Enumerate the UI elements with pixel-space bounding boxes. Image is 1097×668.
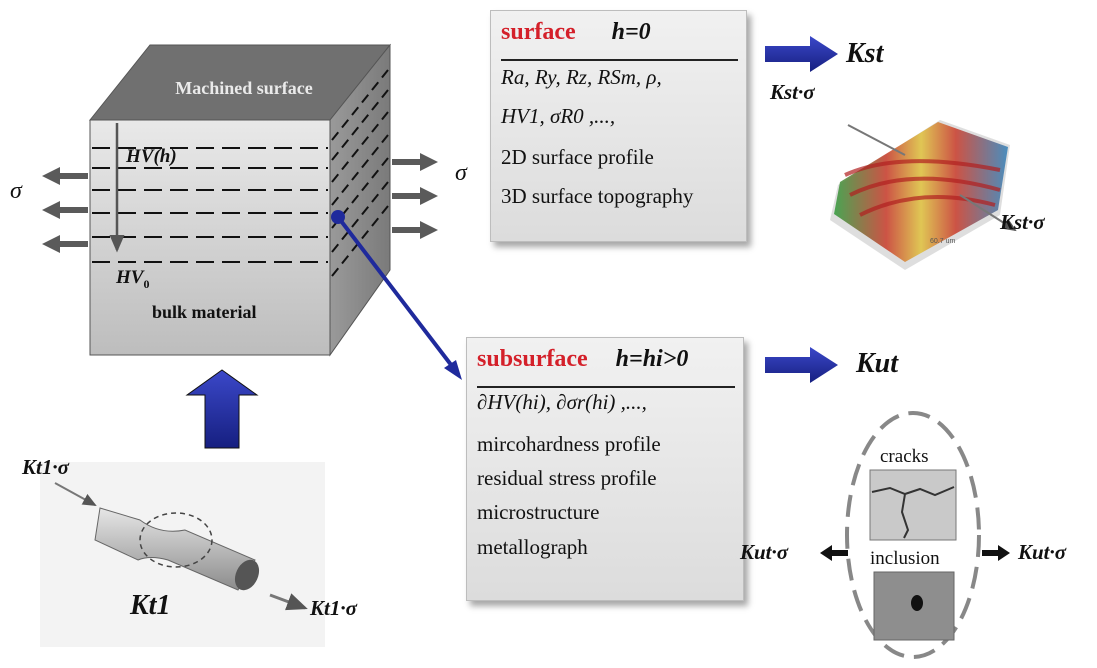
left-stress-arrows (42, 167, 88, 253)
inclusion-label: inclusion (870, 548, 940, 569)
kut-arrow (765, 347, 838, 383)
kt1-label: Kt1 (130, 590, 171, 621)
subsurface-microstructure: microstructure (477, 500, 600, 524)
sigma-left-label: σ (10, 178, 22, 204)
kut-sigma-right-label: Kut·σ (1018, 540, 1067, 564)
surface-topography-image (830, 120, 1017, 270)
defects-outline (845, 411, 981, 659)
surface-title: surface (501, 19, 576, 45)
cube-to-subsurface-arrow (331, 210, 462, 380)
subsurface-microhardness: mircohardness profile (477, 432, 661, 456)
hv-0-label: HV0 (116, 267, 150, 291)
subsurface-box-header: subsurface h=hi>0 (477, 346, 735, 388)
kut-label: Kut (856, 348, 899, 379)
specimen-illustration (40, 462, 325, 647)
surface-point (331, 210, 345, 224)
kst-label: Kst (846, 38, 884, 69)
surface-condition: h=0 (611, 19, 651, 45)
kt1-sigma-bottom-label: Kt1·σ (310, 596, 357, 620)
surface-3d-topography: 3D surface topography (501, 184, 694, 208)
subsurface-condition: h=hi>0 (615, 346, 689, 372)
kst-sigma-label: Kst·σ (770, 80, 815, 104)
kut-right-arrow (982, 545, 1010, 561)
subsurface-residual-stress: residual stress profile (477, 466, 657, 490)
surface-hardness-params: HV1, σR0 ,..., (501, 104, 616, 128)
right-stress-arrows (392, 153, 438, 239)
machined-surface-label: Machined surface (175, 78, 313, 98)
surface-box: surface h=0 Ra, Ry, Rz, RSm, ρ, HV1, σR0… (490, 10, 747, 242)
surface-box-header: surface h=0 (501, 19, 738, 61)
kst-arrow (765, 36, 838, 72)
kut-left-arrow (820, 545, 848, 561)
sigma-right-label: σ (455, 160, 467, 186)
kt1-sigma-top-label: Kt1·σ (22, 455, 69, 479)
subsurface-box: subsurface h=hi>0 ∂HV(hi), ∂σr(hi) ,...,… (466, 337, 744, 601)
topography-scale-note: 60.7 um (930, 238, 956, 245)
front-layer-lines (92, 147, 328, 263)
subsurface-metallograph: metallograph (477, 535, 588, 559)
kut-sigma-left-label: Kut·σ (740, 540, 789, 564)
subsurface-title: subsurface (477, 346, 588, 372)
surface-roughness-params: Ra, Ry, Rz, RSm, ρ, (501, 65, 662, 89)
upward-arrow (185, 369, 259, 449)
subsurface-gradient-params: ∂HV(hi), ∂σr(hi) ,..., (477, 390, 647, 414)
cracks-micrograph (869, 469, 957, 541)
cracks-label: cracks (880, 446, 929, 467)
material-cube (42, 43, 438, 357)
bulk-material-label: bulk material (152, 302, 257, 322)
hv-h-label: HV(h) (126, 146, 177, 167)
inclusion-micrograph (873, 571, 955, 641)
surface-2d-profile: 2D surface profile (501, 145, 654, 169)
kst-sigma-topography-label: Kst·σ (1000, 210, 1045, 234)
